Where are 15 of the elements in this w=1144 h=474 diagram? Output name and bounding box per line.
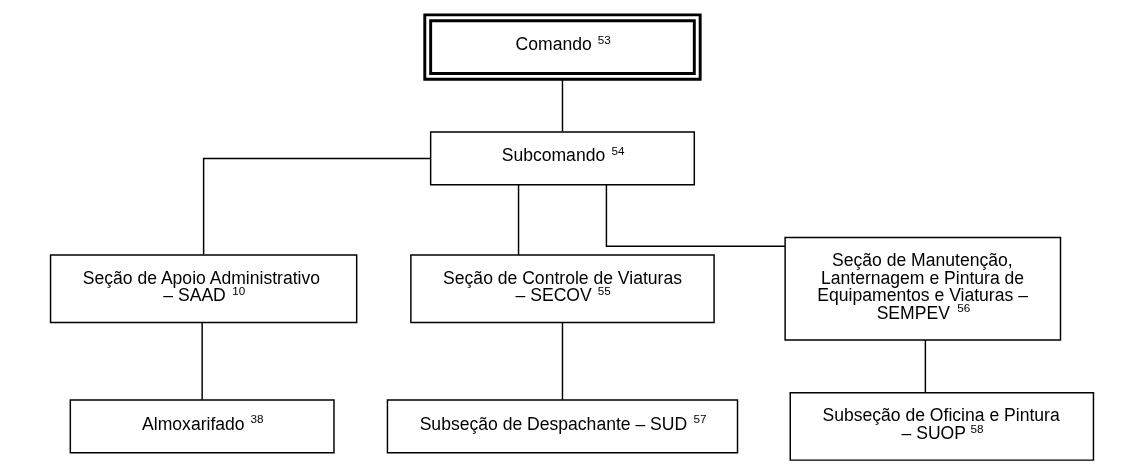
node-box: Subseção de Despachante – SUD $^{57}$ [386,398,739,454]
connector [517,183,520,256]
connector [561,321,564,400]
connector [605,183,786,247]
node-box: Seção de Manutenção, Lanternagem e Pintura de Equipamentos e Viaturas – SEMPEV $^{56}$ [784,236,1062,341]
node-box: Seção de Controle de Viaturas – SECOV $^{55}$ [410,253,715,323]
node-box: Almoxarifado $^{38}$ [69,398,335,454]
connector [202,157,432,255]
connector [201,321,203,400]
node-box: Subcomando $^{54}$ [429,130,696,185]
connector [561,78,564,132]
node-box: Subseção de Oficina e Pintura – SUOP $^{58}$ [789,391,1095,461]
node-box: Comando $^{53}$ [423,12,702,81]
node-box: Seção de Apoio Administrativo – SAAD $^{10}$ [49,253,358,323]
connector [924,338,927,393]
